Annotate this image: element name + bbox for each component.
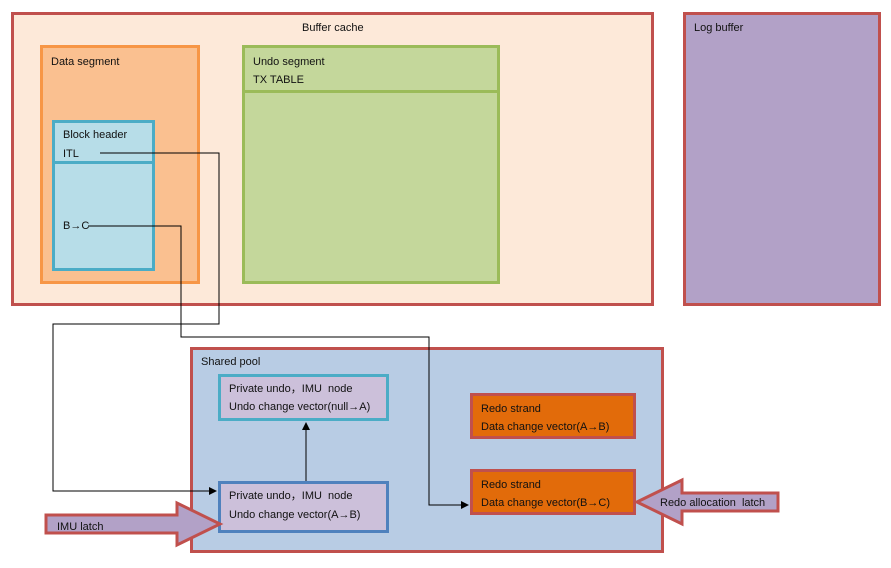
buffer-cache-title: Buffer cache — [302, 22, 364, 34]
undo-segment-title: Undo segment — [253, 56, 325, 68]
imu-node-bottom-line1: Private undo，IMU node — [229, 490, 353, 502]
redo-strand-bottom — [470, 469, 636, 515]
block-header-divider — [52, 161, 155, 164]
imu-node-top-line2: Undo change vector(null→A) — [229, 401, 371, 413]
block-change-label: B→C — [63, 220, 90, 232]
data-segment-title: Data segment — [51, 56, 120, 68]
block-header-label: Block header — [63, 129, 128, 141]
block-box — [52, 120, 155, 271]
redo-strand-bottom-line1: Redo strand — [481, 479, 541, 491]
imu-latch-label: IMU latch — [57, 521, 104, 533]
undo-segment-divider — [242, 90, 500, 93]
redo-strand-top — [470, 393, 636, 439]
imu-node-bottom-line2: Undo change vector(A→B) — [229, 509, 361, 521]
itl-label: ITL — [63, 148, 79, 160]
shared-pool-title: Shared pool — [201, 356, 261, 368]
redo-strand-bottom-line2: Data change vector(B→C) — [481, 497, 610, 509]
redo-strand-top-line2: Data change vector(A→B) — [481, 421, 610, 433]
redo-strand-top-line1: Redo strand — [481, 403, 541, 415]
tx-table-label: TX TABLE — [253, 74, 304, 86]
log-buffer-box — [683, 12, 881, 306]
redo-latch-label: Redo allocation latch — [660, 497, 766, 509]
log-buffer-title: Log buffer — [694, 22, 744, 34]
imu-node-top-line1: Private undo，IMU node — [229, 383, 353, 395]
